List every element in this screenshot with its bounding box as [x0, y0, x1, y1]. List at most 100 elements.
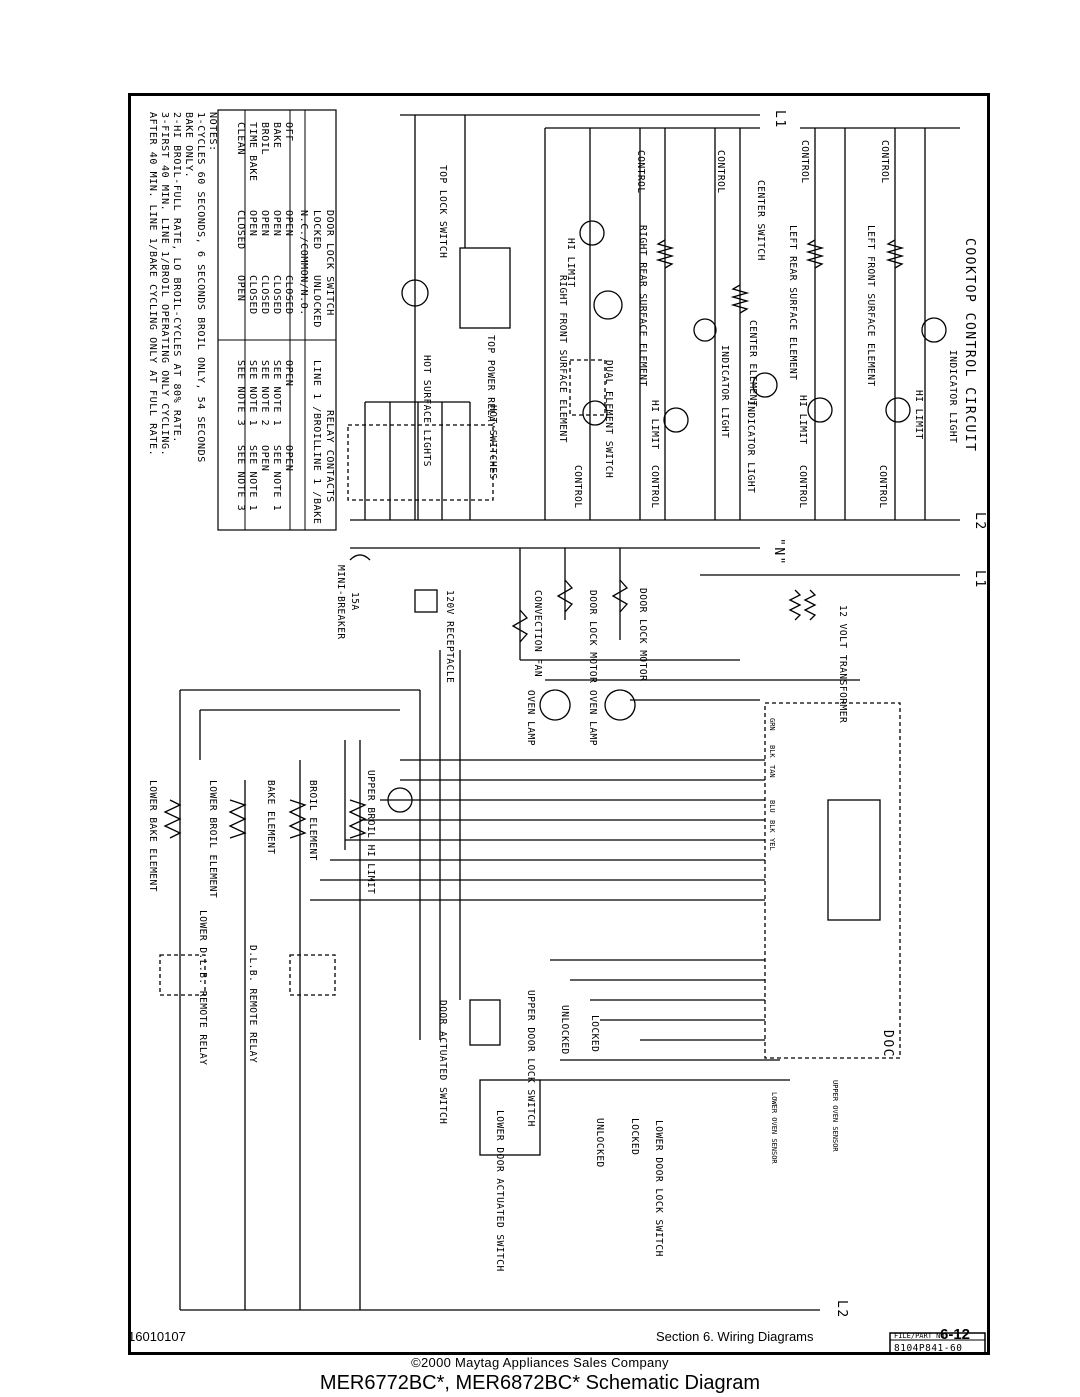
label-dlb-remote-relay: D.L.B. REMOTE RELAY — [247, 945, 258, 1063]
label-oven-lamp-1: OVEN LAMP — [525, 690, 536, 746]
label-hi-limit-4: HI LIMIT — [913, 390, 924, 440]
label-broil-element: BROIL ELEMENT — [307, 780, 318, 861]
table-row-1-broil: SEE NOTE 1 — [271, 360, 282, 426]
label-control-5: CONTROL — [572, 465, 583, 509]
label-top-power-relay: TOP POWER RELAY — [485, 335, 496, 428]
notes-heading: NOTES: — [207, 112, 218, 152]
label-left-front: LEFT FRONT SURFACE ELEMENT — [865, 225, 876, 387]
file-part-label: FILE/PART NO. — [894, 1332, 949, 1340]
label-door-actuated-switch: DOOR ACTUATED SWITCH — [437, 1000, 448, 1124]
label-control-1: CONTROL — [635, 150, 646, 194]
label-oven-lamp-2: OVEN LAMP — [587, 690, 598, 746]
wire-color-blk-1: BLK — [768, 745, 776, 758]
file-part-box: FILE/PART NO. 8104P841-60 — [889, 1332, 986, 1354]
page-number: 6-12 — [940, 1326, 971, 1343]
page-title: MER6772BC*, MER6872BC* Schematic Diagram — [319, 1372, 761, 1394]
table-row-1-unlocked: CLOSED — [271, 275, 282, 315]
section-label: Section 6. Wiring Diagrams — [656, 1329, 814, 1344]
label-lower-dlb-remote-relay: LOWER D.L.B. REMOTE RELAY — [197, 910, 208, 1066]
table-row-3-unlocked: CLOSED — [247, 275, 258, 315]
label-control-7: CONTROL — [797, 465, 808, 509]
label-hot-switches: HOT SWITCHES — [487, 405, 498, 480]
label-unlocked-2: UNLOCKED — [594, 1118, 605, 1168]
label-indicator-light-2: INDICATOR LIGHT — [745, 400, 756, 493]
label-control-8: CONTROL — [877, 465, 888, 509]
table-row-3-broil: SEE NOTE 1 — [247, 360, 258, 426]
note-line-4: 3-FIRST 40 MIN. LINE 1/BROIL OPERATING O… — [159, 112, 170, 456]
label-transformer: 12 VOLT TRANSFORMER — [837, 605, 848, 723]
label-locked-2: LOCKED — [629, 1118, 640, 1155]
label-door-lock-motor-2: DOOR LOCK MOTOR — [637, 588, 648, 681]
table-row-3-locked: OPEN — [247, 210, 258, 236]
label-hi-limit-1: HI LIMIT — [565, 238, 576, 288]
table-sub-unlocked: UNLOCKED — [311, 275, 322, 328]
table-sub-line1-bake: LINE 1 /BAKE — [311, 445, 322, 524]
label-control-6: CONTROL — [649, 465, 660, 509]
table-row-1-bake: SEE NOTE 1 — [271, 445, 282, 511]
table-row-2-locked: OPEN — [259, 210, 270, 236]
label-indicator-light-3: INDICATOR LIGHT — [947, 350, 958, 443]
table-row-4-locked: CLOSED — [235, 210, 246, 250]
label-mini-breaker: MINI-BREAKER — [335, 565, 346, 640]
doc-number: 16010107 — [128, 1329, 186, 1344]
label-lower-broil-element: LOWER BROIL ELEMENT — [207, 780, 218, 898]
table-row-2-broil: SEE NOTE 2 — [259, 360, 270, 426]
bus-label-neutral: "N" — [771, 538, 786, 566]
table-row-4-unlocked: OPEN — [235, 275, 246, 301]
table-row-4-broil: SEE NOTE 3 — [235, 360, 246, 426]
table-sub-locked: LOCKED — [311, 210, 322, 250]
label-convection-fan: CONVECTION FAN — [532, 590, 543, 677]
label-dual-element-switch: DUAL ELEMENT SWITCH — [603, 360, 614, 478]
label-upper-oven-sensor: UPPER OVEN SENSOR — [831, 1080, 839, 1152]
bus-label-l1-mid: L1 — [972, 570, 987, 589]
doc-label: DOC — [880, 1030, 895, 1058]
wire-color-grn: GRN — [768, 718, 776, 731]
label-control-2: CONTROL — [715, 150, 726, 194]
table-header-door-lock: DOOR LOCK SWITCH — [324, 210, 335, 316]
note-line-2: BAKE ONLY. — [183, 112, 194, 178]
label-locked-1: LOCKED — [589, 1015, 600, 1052]
note-line-1: 1-CYCLES 60 SECONDS, 6 SECONDS BROIL ONL… — [195, 112, 206, 463]
label-right-rear: RIGHT REAR SURFACE ELEMENT — [637, 225, 648, 387]
wire-color-blu: BLU — [768, 800, 776, 813]
label-lower-door-lock-switch: LOWER DOOR LOCK SWITCH — [653, 1120, 664, 1257]
table-row-2-bake: OPEN — [259, 445, 270, 471]
table-row-0-locked: OPEN — [283, 210, 294, 236]
wire-color-tan: TAN — [768, 765, 776, 778]
wire-color-blk-2: BLK — [768, 820, 776, 833]
copyright: ©2000 Maytag Appliances Sales Company — [411, 1355, 669, 1370]
label-center-switch: CENTER SWITCH — [755, 180, 766, 261]
table-row-3-mode: TIME BAKE — [247, 122, 258, 182]
table-row-1-mode: BAKE — [271, 122, 282, 148]
label-upper-broil-hi-limit: UPPER BROIL HI LIMIT — [365, 770, 376, 894]
table-row-4-bake: SEE NOTE 3 — [235, 445, 246, 511]
label-center-element: CENTER ELEMENT — [747, 320, 758, 407]
file-part-number: 8104P841-60 — [894, 1343, 962, 1354]
table-row-2-mode: BROIL — [259, 122, 270, 155]
table-row-0-unlocked: CLOSED — [283, 275, 294, 315]
cooktop-heading: COOKTOP CONTROL CIRCUIT — [962, 238, 977, 453]
bus-label-l1-top: L1 — [772, 110, 787, 129]
label-lower-door-actuated-switch: LOWER DOOR ACTUATED SWITCH — [494, 1110, 505, 1272]
label-left-rear: LEFT REAR SURFACE ELEMENT — [787, 225, 798, 381]
label-upper-door-lock-switch: UPPER DOOR LOCK SWITCH — [525, 990, 536, 1127]
switch-state-table: DOOR LOCK SWITCH RELAY CONTACTS LOCKED U… — [217, 109, 337, 531]
table-row-0-broil: OPEN — [283, 360, 294, 386]
label-top-lock-switch: TOP LOCK SWITCH — [437, 165, 448, 258]
schematic-frame — [128, 93, 990, 1355]
table-row-0-mode: OFF — [283, 122, 294, 142]
label-bake-element: BAKE ELEMENT — [265, 780, 276, 855]
label-control-3: CONTROL — [799, 140, 810, 184]
table-header-relay: RELAY CONTACTS — [324, 410, 335, 503]
table-row-1-locked: OPEN — [271, 210, 282, 236]
table-row-0-bake: OPEN — [283, 445, 294, 471]
table-sub-nc-common-no: N.C./COMMON/N.O. — [298, 210, 309, 316]
label-unlocked-1: UNLOCKED — [559, 1005, 570, 1055]
table-sub-line1-broil: LINE 1 /BROIL — [311, 360, 322, 446]
label-right-front: RIGHT FRONT SURFACE ELEMENT — [557, 275, 568, 443]
note-line-5: AFTER 40 MIN. LINE 1/BAKE CYCLING ONLY A… — [147, 112, 158, 456]
label-hot-surface-lights: HOT SURFACE LIGHTS — [421, 355, 432, 467]
bus-label-l2: L2 — [972, 512, 987, 531]
label-indicator-light-1: INDICATOR LIGHT — [719, 345, 730, 438]
label-hi-limit-3: HI LIMIT — [797, 395, 808, 445]
